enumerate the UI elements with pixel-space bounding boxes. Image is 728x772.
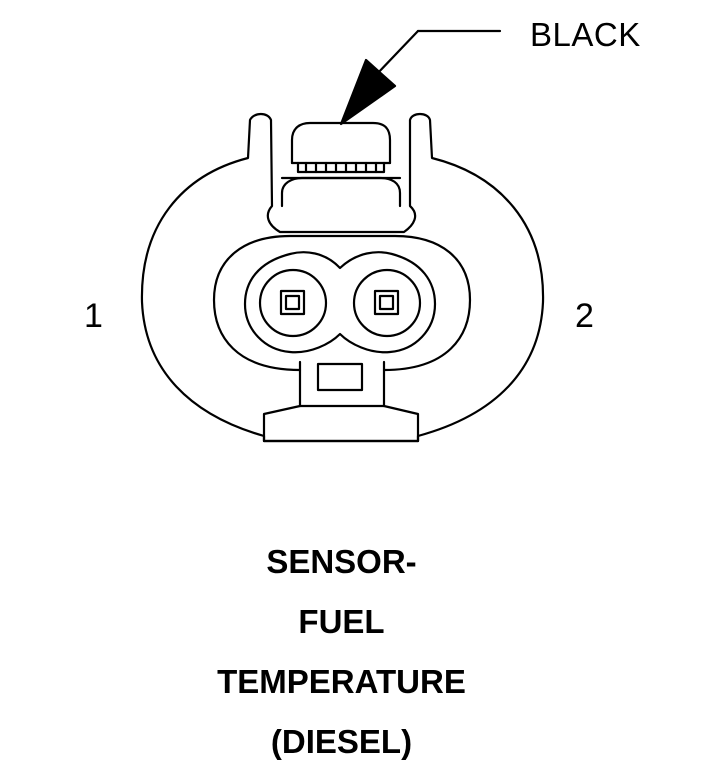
pin-label-1: 1 [84,297,103,335]
connector-body-outline [140,112,545,443]
caption-line: TEMPERATURE [217,663,466,700]
caption-line: SENSOR- [266,543,417,580]
diagram-caption: SENSOR- FUEL TEMPERATURE (DIESEL) [0,532,728,772]
pin-label-2: 2 [575,297,594,335]
wire-color-label: BLACK [530,16,641,53]
lock-tab-ribs [304,161,378,174]
terminal-cavity [243,251,437,354]
bottom-keyway [262,360,420,443]
lock-tab [280,121,402,208]
color-leader-arrow [339,29,502,126]
caption-line: (DIESEL) [270,723,413,760]
caption-line: FUEL [298,603,385,640]
terminal-shroud [212,234,472,372]
terminal-pin-1 [258,268,328,338]
terminal-pin-2 [352,268,422,338]
